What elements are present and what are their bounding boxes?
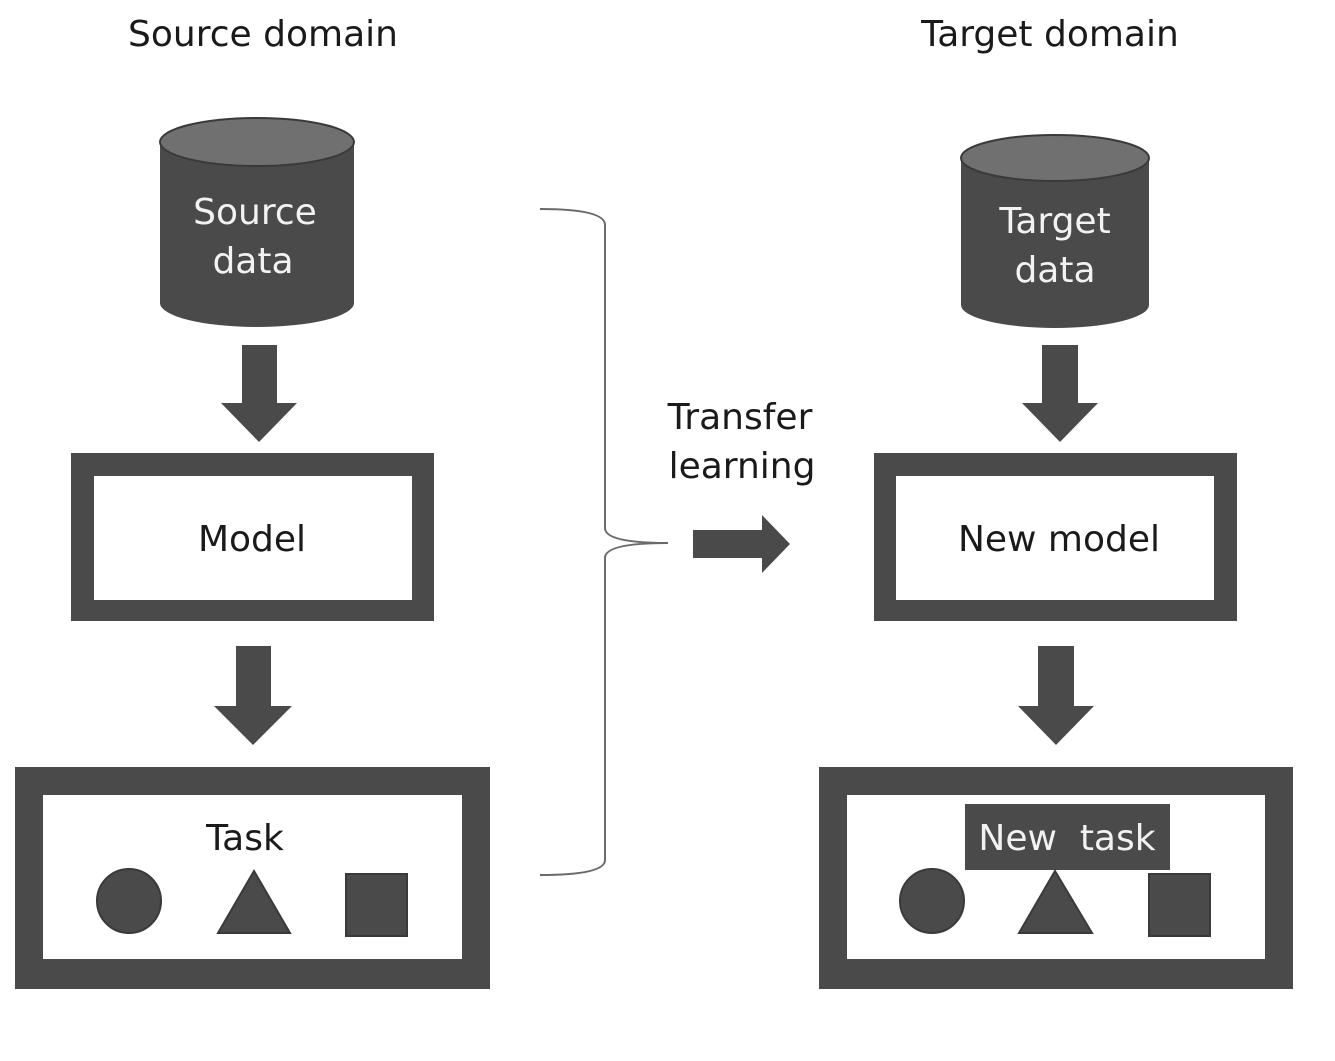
source-cylinder-body <box>160 142 354 327</box>
target-data-to-model-arrow <box>1022 345 1098 442</box>
target-task-box: New task <box>819 767 1293 989</box>
target-data-label-line1: Target <box>998 201 1110 242</box>
target-model-label: New model <box>958 519 1160 560</box>
source-domain-heading: Source domain <box>128 14 398 55</box>
source-model-box: Model <box>71 453 434 621</box>
target-data-label-line2: data <box>1014 250 1095 291</box>
source-task-box: Task <box>15 767 490 989</box>
transfer-learning-label-line1: Transfer <box>667 397 813 438</box>
source-data-cylinder: Source data <box>159 117 355 327</box>
transfer-arrow <box>693 515 790 573</box>
source-data-to-model-arrow <box>221 345 297 442</box>
transfer-learning-label-line2: learning <box>669 446 816 487</box>
target-task-label: New task <box>978 818 1155 859</box>
source-cylinder-top <box>159 117 355 167</box>
source-model-to-task-arrow <box>214 646 292 745</box>
triangle-icon <box>216 869 292 934</box>
source-model-label: Model <box>198 519 306 560</box>
target-cylinder-body <box>961 158 1149 328</box>
triangle-icon <box>1017 869 1094 934</box>
target-model-box: New model <box>874 453 1237 621</box>
target-model-to-task-arrow <box>1018 646 1094 745</box>
source-data-label-line1: Source <box>193 192 317 233</box>
square-icon <box>345 873 408 937</box>
source-domain-bracket <box>539 208 669 876</box>
target-domain-heading: Target domain <box>920 14 1179 55</box>
square-icon <box>1148 873 1211 937</box>
circle-icon <box>899 868 965 934</box>
source-data-label-line2: data <box>212 241 293 282</box>
target-cylinder-top <box>960 134 1150 182</box>
target-data-cylinder: Target data <box>960 134 1150 328</box>
circle-icon <box>96 868 162 934</box>
source-task-label: Task <box>205 818 284 859</box>
new-task-label-background <box>965 804 1170 870</box>
